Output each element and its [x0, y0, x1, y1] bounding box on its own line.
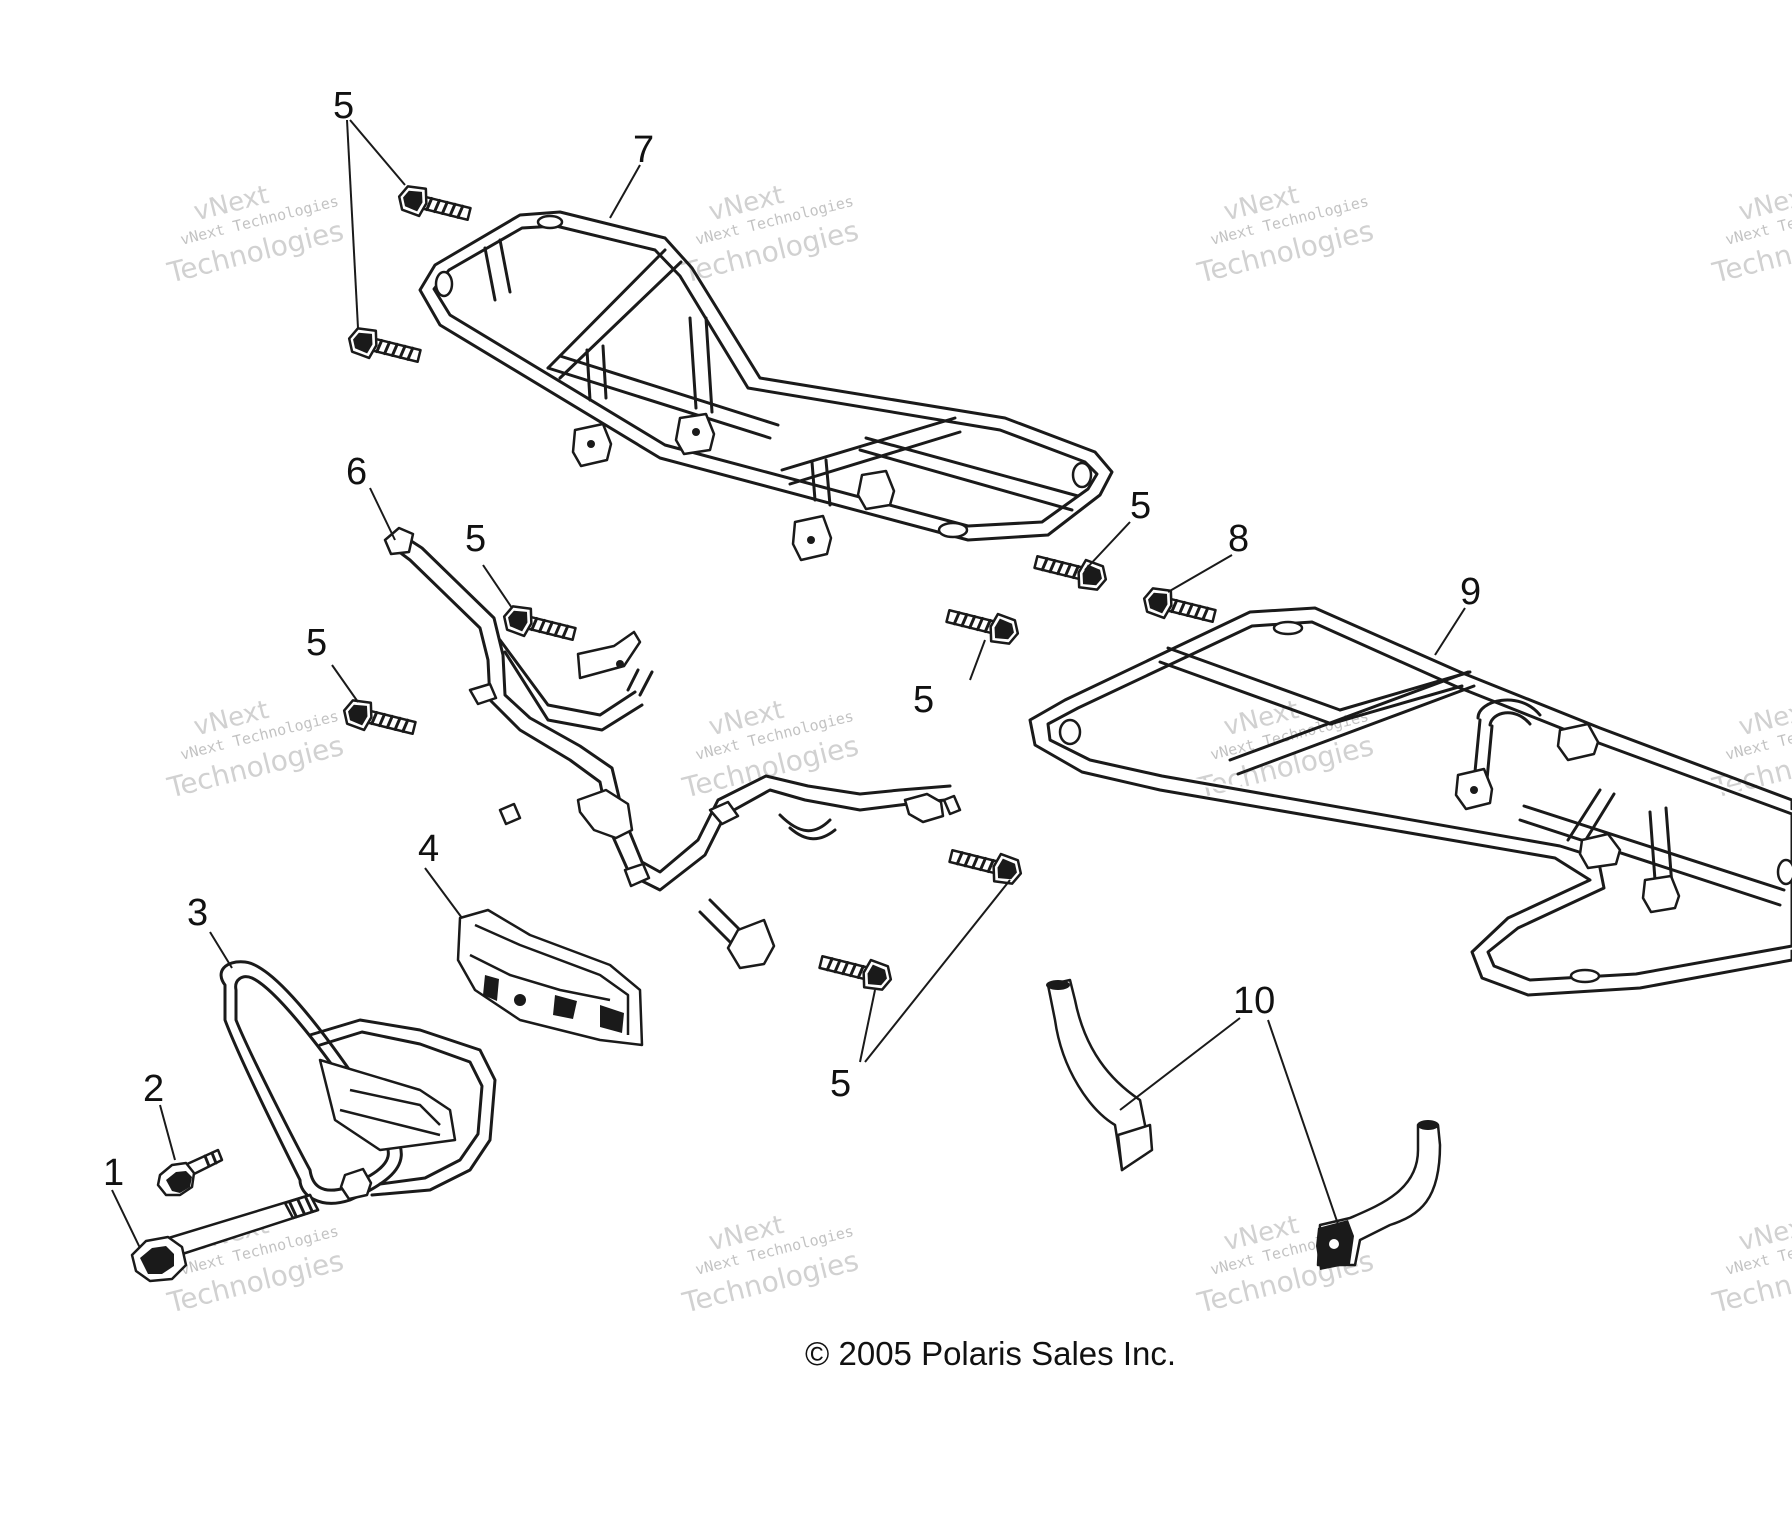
front-rack — [418, 210, 1114, 562]
watermark: vNext vNext Technologies Technologies — [1708, 180, 1792, 290]
long-bolt — [130, 1193, 320, 1283]
bumper-frame — [383, 526, 962, 970]
callout-9: 9 — [1460, 571, 1481, 613]
callout-8: 8 — [1228, 518, 1249, 560]
skid-guard — [456, 908, 644, 1047]
bolt-5-right-top — [1033, 554, 1108, 591]
rear-rack — [1028, 606, 1792, 997]
callout-5: 5 — [830, 1063, 851, 1105]
watermarks: vNext vNext Technologies Technologies vN… — [163, 180, 1792, 1320]
bolt-5-left-rack — [347, 327, 422, 364]
callout-5: 5 — [913, 679, 934, 721]
bracket-left — [1046, 978, 1154, 1172]
callout-5: 5 — [306, 622, 327, 664]
short-bolt — [156, 1148, 224, 1197]
front-bumper — [219, 960, 497, 1205]
callout-6: 6 — [346, 451, 367, 493]
bolt-8 — [1142, 587, 1217, 624]
callout-2: 2 — [143, 1068, 164, 1110]
watermark: vNext vNext Technologies Technologies — [1708, 1210, 1792, 1320]
bolt-5-right-mid — [945, 608, 1020, 645]
callout-5: 5 — [333, 85, 354, 127]
watermark: vNext vNext Technologies Technologies — [678, 1210, 861, 1320]
bolt-5-mid — [502, 605, 577, 642]
bolt-5-top — [397, 185, 472, 222]
callout-1: 1 — [103, 1152, 124, 1194]
callout-10: 10 — [1233, 980, 1275, 1022]
copyright-text: © 2005 Polaris Sales Inc. — [805, 1335, 1176, 1372]
watermark: vNext vNext Technologies Technologies — [678, 180, 861, 290]
watermark: vNext vNext Technologies Technologies — [1193, 180, 1376, 290]
bolt-5-left — [342, 699, 417, 736]
bolt-5-lower-a — [948, 848, 1023, 885]
watermark: vNext vNext Technologies Technologies — [163, 695, 346, 805]
callout-7: 7 — [633, 129, 654, 171]
watermark: vNext vNext Technologies Technologies — [163, 180, 346, 290]
callout-5: 5 — [465, 518, 486, 560]
bolt-5-lower-b — [818, 954, 893, 991]
callout-5: 5 — [1130, 485, 1151, 527]
callout-3: 3 — [187, 892, 208, 934]
leader-lines — [111, 119, 1466, 1249]
callout-4: 4 — [418, 828, 439, 870]
bracket-right — [1316, 1120, 1442, 1270]
callouts: 5 7 6 5 5 5 8 5 9 4 3 2 1 5 10 — [103, 85, 1481, 1194]
watermark: vNext vNext Technologies Technologies — [678, 695, 861, 805]
